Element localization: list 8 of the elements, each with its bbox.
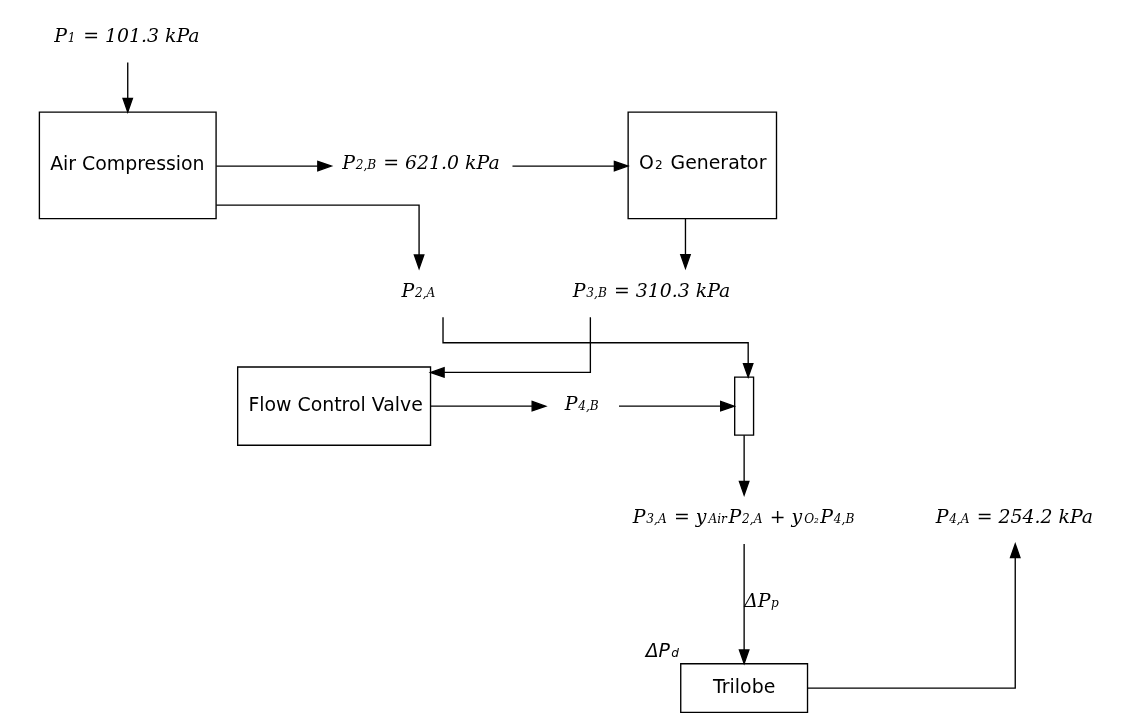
node-text: P3,A = yAirP2,A + yO₂P4,B: [632, 505, 854, 528]
node-text: P2,A: [401, 278, 435, 301]
node-text: P4,A = 254.2 kPa: [935, 505, 1093, 528]
node-label: ΔPd: [645, 639, 679, 662]
node-text: P4,B: [564, 391, 599, 414]
node-text: P3,B = 310.3 kPa: [572, 278, 730, 301]
node-text: P1 = 101.3 kPa: [53, 23, 200, 46]
node-text: P2,B = 621.0 kPa: [341, 151, 500, 174]
